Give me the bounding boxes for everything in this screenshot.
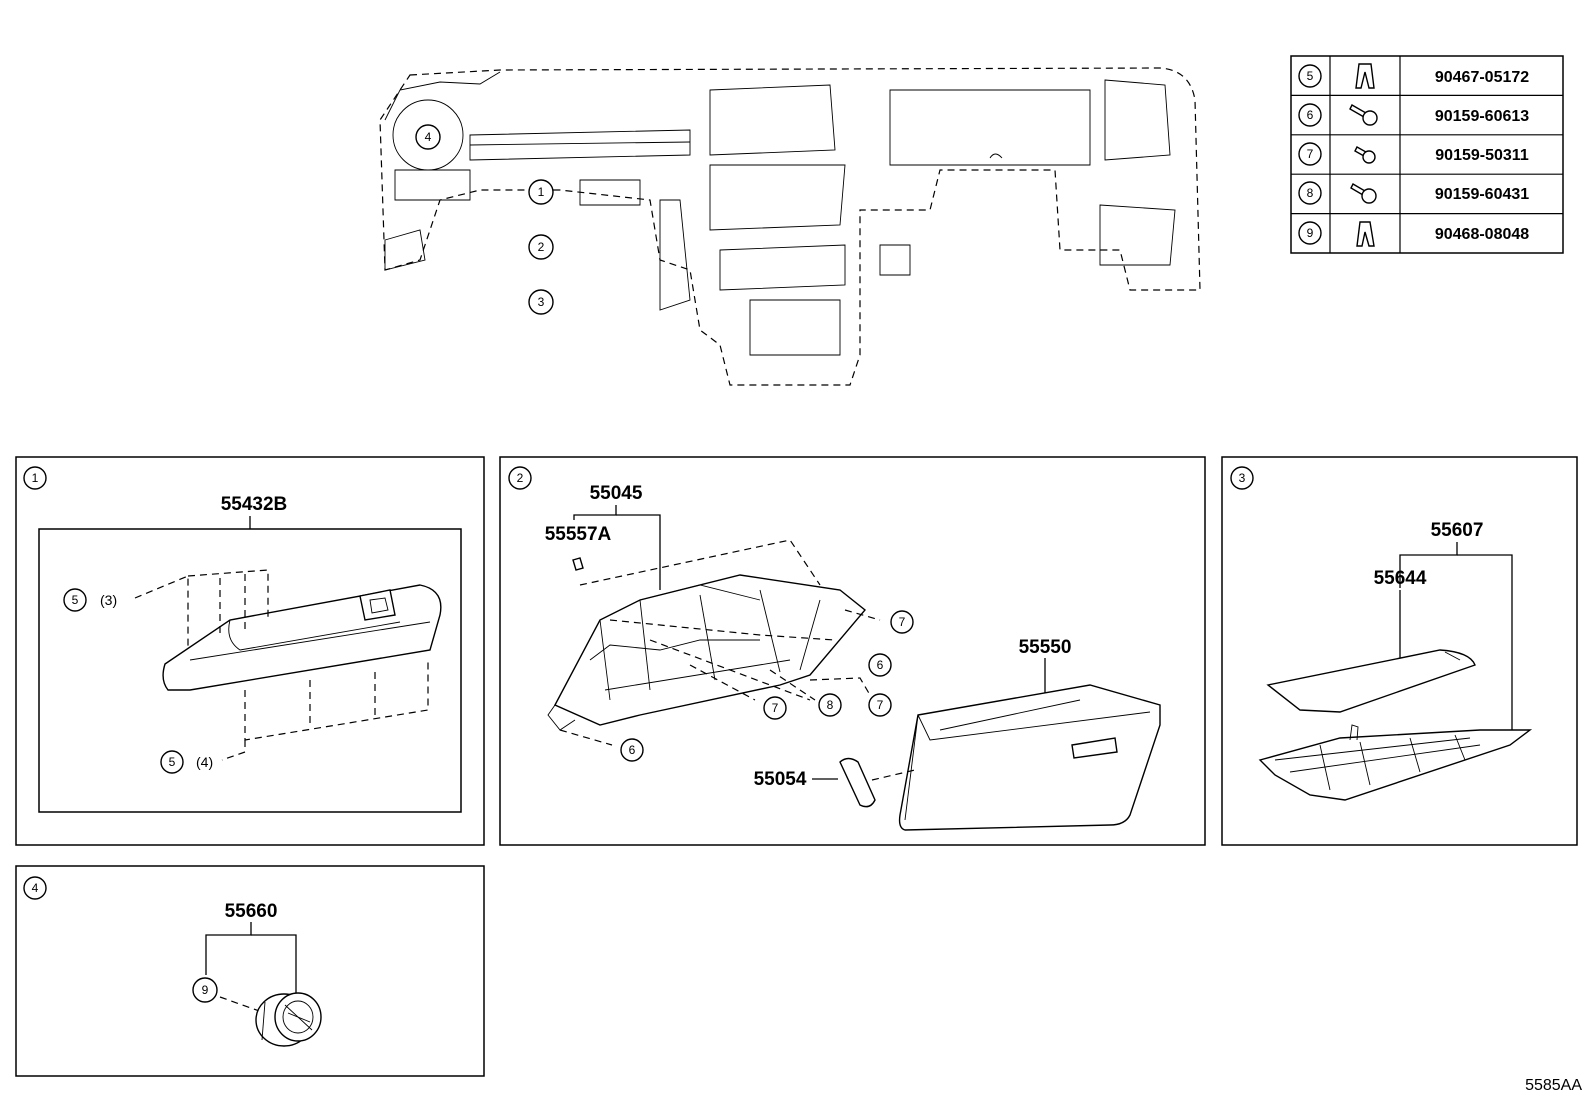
part-number-label: 55045 <box>590 483 643 504</box>
callout-6: 6 <box>868 653 892 677</box>
part-number-label: 55660 <box>225 901 278 922</box>
part-number-label: 55607 <box>1431 520 1484 541</box>
svg-text:8: 8 <box>1307 186 1314 200</box>
panel-3: 3 55607 55644 <box>1221 456 1578 846</box>
part-number-label: 55432B <box>221 494 288 515</box>
overview-callout-3: 3 <box>528 289 554 315</box>
callout-7: 7 <box>763 696 787 720</box>
svg-text:9: 9 <box>1307 226 1314 240</box>
svg-text:7: 7 <box>1307 147 1314 161</box>
fastener-row: 7 90159-50311 <box>1298 142 1529 166</box>
diagram-code: 5585AA <box>1525 1077 1582 1094</box>
dashboard-overview: 1 2 3 4 <box>379 67 1201 386</box>
glove-box-door <box>898 684 1161 831</box>
panel-4: 4 55660 9 <box>15 865 485 1077</box>
svg-text:6: 6 <box>629 743 636 757</box>
screw-icon <box>1350 183 1377 204</box>
fastener-row: 9 90468-08048 <box>1298 221 1529 247</box>
svg-text:5: 5 <box>169 755 176 769</box>
svg-text:6: 6 <box>1307 108 1314 122</box>
svg-text:90468-08048: 90468-08048 <box>1435 226 1529 243</box>
fastener-row: 5 90467-05172 <box>1298 63 1529 89</box>
svg-text:90159-50311: 90159-50311 <box>1435 147 1529 164</box>
callout-5-lower: 5 (4) <box>160 750 213 774</box>
part-number-label: 55550 <box>1019 637 1072 658</box>
svg-text:7: 7 <box>899 615 906 629</box>
fastener-table: 5 90467-05172 6 90159-60613 7 90159-503 <box>1290 55 1564 254</box>
svg-text:7: 7 <box>772 701 779 715</box>
svg-text:90467-05172: 90467-05172 <box>1435 69 1529 86</box>
panel-number: 2 <box>517 471 524 485</box>
callout-9: 9 <box>192 977 218 1003</box>
svg-text:4: 4 <box>425 130 432 144</box>
callout-5-upper: 5 (3) <box>63 588 117 612</box>
panel-2: 2 55045 55557A 7 <box>499 456 1206 846</box>
svg-text:8: 8 <box>827 698 834 712</box>
screw-icon <box>1349 104 1378 126</box>
clip-icon <box>1356 221 1375 247</box>
callout-7: 7 <box>890 610 914 634</box>
screw-icon <box>1354 146 1376 164</box>
lower-panel-part <box>162 584 442 691</box>
panel-number: 1 <box>32 471 39 485</box>
svg-text:1: 1 <box>538 185 545 199</box>
svg-text:90159-60431: 90159-60431 <box>1435 186 1529 203</box>
vent-part <box>255 992 322 1047</box>
callout-6: 6 <box>620 738 644 762</box>
panel-number: 4 <box>32 881 39 895</box>
part-number-label: 55557A <box>545 524 612 545</box>
clip-icon <box>1355 63 1375 89</box>
svg-text:90159-60613: 90159-60613 <box>1435 108 1529 125</box>
svg-text:7: 7 <box>877 698 884 712</box>
overview-callout-4: 4 <box>415 124 441 150</box>
pad-part <box>1266 649 1476 713</box>
svg-text:5: 5 <box>72 593 79 607</box>
lower-tray-part <box>1258 724 1533 801</box>
fastener-row: 8 90159-60431 <box>1298 181 1529 205</box>
svg-text:(4): (4) <box>196 754 213 770</box>
svg-text:(3): (3) <box>100 592 117 608</box>
bumper-part <box>572 557 584 571</box>
overview-callout-1: 1 <box>528 179 554 205</box>
panel-number: 3 <box>1239 471 1246 485</box>
svg-text:5: 5 <box>1307 69 1314 83</box>
svg-text:2: 2 <box>538 240 545 254</box>
overview-callout-2: 2 <box>528 234 554 260</box>
callout-8: 8 <box>818 693 842 717</box>
panel-1: 1 55432B 5 (3) 5 (4) <box>15 456 485 846</box>
part-number-label: 55644 <box>1374 568 1427 589</box>
part-number-label: 55054 <box>754 769 807 790</box>
svg-text:6: 6 <box>877 658 884 672</box>
damper-part <box>839 757 876 808</box>
glove-box-frame <box>547 574 866 731</box>
callout-7: 7 <box>868 693 892 717</box>
svg-text:9: 9 <box>202 983 209 997</box>
fastener-row: 6 90159-60613 <box>1298 103 1529 127</box>
svg-text:3: 3 <box>538 295 545 309</box>
